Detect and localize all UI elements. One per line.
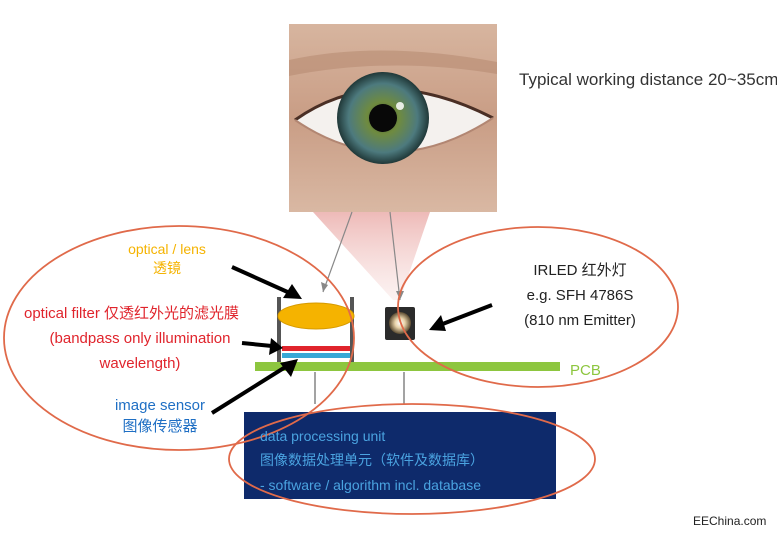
processing-ellipse: [228, 403, 596, 515]
processing-label-line3: - software / algorithm incl. database: [260, 477, 481, 493]
illumination-cone: [313, 212, 430, 300]
pcb-label: PCB: [570, 362, 601, 379]
irled-ellipse: [397, 226, 679, 388]
housing-right-wall: [350, 297, 354, 362]
lens-shape: [277, 302, 355, 330]
sensor-label-cn: 图像传感器: [122, 418, 198, 435]
irled-component: [385, 307, 415, 340]
sensor-label-en: image sensor: [114, 397, 206, 414]
irled-label-line1: IRLED 红外灯: [533, 262, 627, 279]
arrow-sensor: [210, 359, 298, 415]
working-distance-label: Typical working distance 20~35cm.: [519, 70, 777, 89]
watermark: EEChina.com: [693, 514, 767, 528]
sensor-layer: [282, 353, 350, 358]
processing-label-line1: data processing unit: [260, 428, 386, 444]
arrow-irled: [429, 303, 493, 331]
arrow-filter: [241, 338, 283, 355]
pcb-board: [255, 362, 560, 371]
filter-label-line2: (bandpass only illumination: [49, 330, 231, 347]
irled-label-line3: (810 nm Emitter): [524, 312, 636, 329]
lens-label-en: optical / lens: [128, 241, 206, 257]
filter-layer: [282, 346, 350, 351]
processing-label-line2: 图像数据处理单元（软件及数据库）: [260, 452, 484, 468]
optics-ellipse: [3, 225, 355, 451]
arrow-lens: [231, 265, 302, 299]
filter-label-line1: optical filter 仅透红外光的滤光膜: [24, 305, 240, 322]
processing-box: [244, 412, 556, 499]
pointer-line-led: [389, 211, 401, 301]
lens-label-cn: 透镜: [153, 260, 181, 276]
irled-label-line2: e.g. SFH 4786S: [526, 287, 634, 304]
filter-label-line3: wavelength): [99, 355, 181, 372]
eye-photo: [289, 24, 497, 212]
housing-left-wall: [277, 297, 281, 362]
